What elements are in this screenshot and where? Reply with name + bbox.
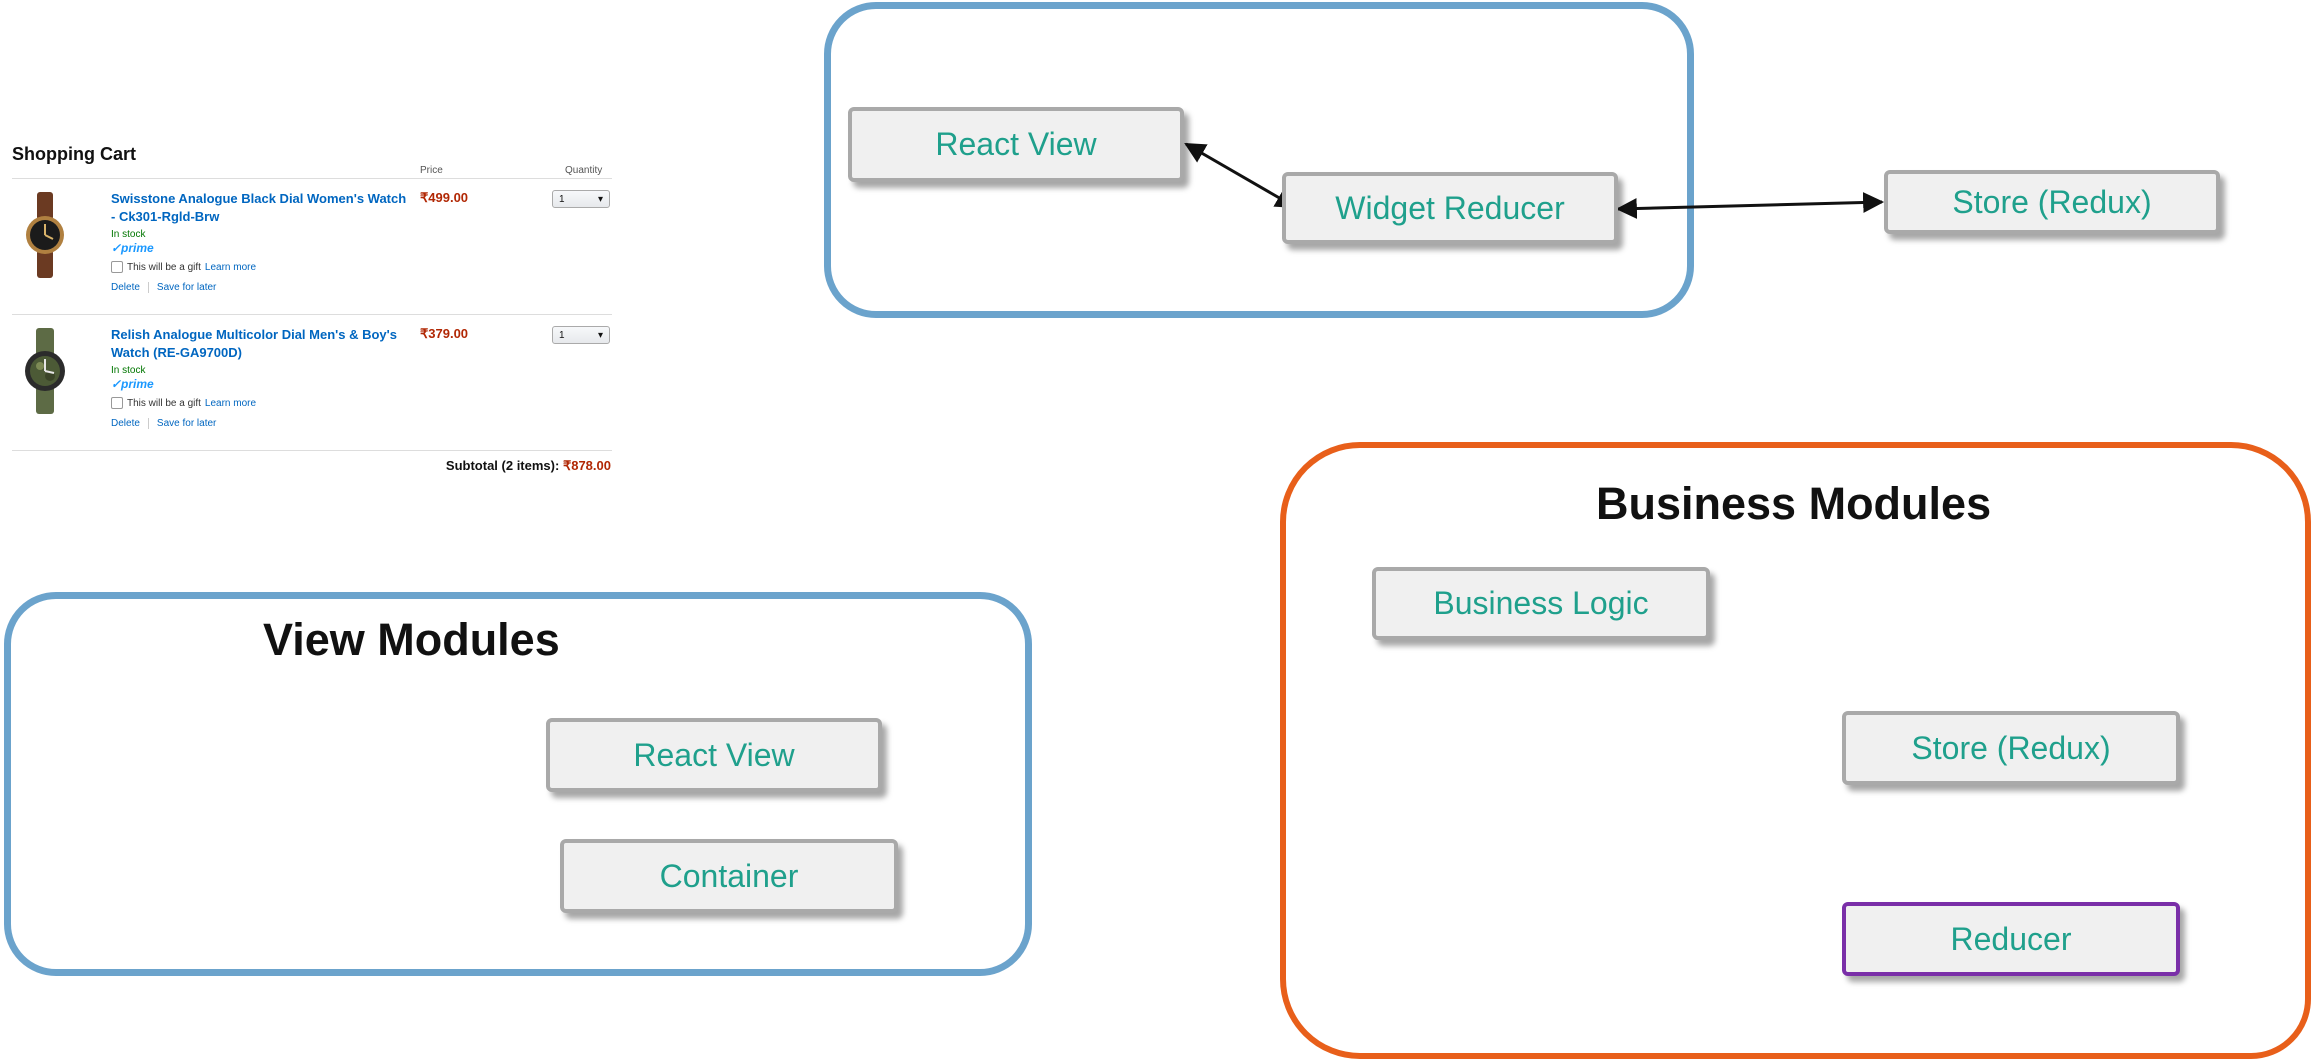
save-for-later-link[interactable]: Save for later [156,282,217,293]
quantity-value: 1 [559,329,565,341]
learn-more-link[interactable]: Learn more [204,261,257,273]
item-actions: Delete Save for later [111,418,216,429]
price-column-header: Price [420,165,443,176]
business-modules-box [1280,442,2311,1059]
product-name-link[interactable]: Swisstone Analogue Black Dial Women's Wa… [111,191,407,224]
item-price: ₹379.00 [420,326,469,341]
business-modules-title: Business Modules [1596,478,1992,529]
cart-title: Shopping Cart [12,144,136,164]
checkbox-icon[interactable] [111,261,123,273]
arrow-widget-reducer-store [1615,192,1885,219]
quantity-column-header: Quantity [565,165,603,176]
widget-group-box [824,2,1694,318]
action-separator [147,282,149,293]
prime-badge: ✓prime [111,241,154,255]
subtotal-label: Subtotal (2 items): [445,458,560,473]
quantity-select[interactable]: 1 ▾ [552,326,610,344]
gift-option: This will be a gift Learn more [111,261,256,273]
prime-badge: ✓prime [111,377,154,391]
business-logic-node[interactable]: Business Logic [1372,567,1710,640]
learn-more-link[interactable]: Learn more [204,397,257,409]
action-separator [147,418,149,429]
chevron-down-icon: ▾ [597,329,603,341]
cart-subtotal: Subtotal (2 items): ₹878.00 [446,458,611,474]
stock-status: In stock [111,365,146,376]
reducer-node[interactable]: Reducer [1842,902,2180,976]
delete-link[interactable]: Delete [111,282,140,293]
cart-divider [12,314,612,315]
item-price: ₹499.00 [420,190,469,205]
item-actions: Delete Save for later [111,282,216,293]
view-modules-box [4,592,1032,976]
quantity-select[interactable]: 1 ▾ [552,190,610,208]
delete-link[interactable]: Delete [111,418,140,429]
react-view-node[interactable]: React View [848,107,1184,182]
widget-reducer-node[interactable]: Widget Reducer [1282,172,1618,244]
view-react-view-node[interactable]: React View [546,718,882,792]
gift-label: This will be a gift [127,397,201,409]
view-modules-title: View Modules [263,614,560,665]
container-node[interactable]: Container [560,839,898,913]
store-redux-node[interactable]: Store (Redux) [1884,170,2220,234]
product-name-link[interactable]: Relish Analogue Multicolor Dial Men's & … [111,327,397,360]
watch-image-camo[interactable] [22,328,68,414]
cart-divider [12,178,612,179]
subtotal-amount: ₹878.00 [562,458,611,473]
watch-image-brown[interactable] [22,192,68,278]
chevron-down-icon: ▾ [597,193,603,205]
gift-option: This will be a gift Learn more [111,397,256,409]
business-store-redux-node[interactable]: Store (Redux) [1842,711,2180,785]
save-for-later-link[interactable]: Save for later [156,418,217,429]
shopping-cart-screenshot: Shopping Cart Price Quantity Swisstone A… [10,140,615,480]
cart-divider [12,450,612,451]
cart-item: Swisstone Analogue Black Dial Women's Wa… [10,180,615,312]
gift-label: This will be a gift [127,261,201,273]
stock-status: In stock [111,229,146,240]
quantity-value: 1 [559,193,565,205]
checkbox-icon[interactable] [111,397,123,409]
cart-item: Relish Analogue Multicolor Dial Men's & … [10,316,615,448]
arrow-react-view-widget-reducer [1184,142,1297,209]
